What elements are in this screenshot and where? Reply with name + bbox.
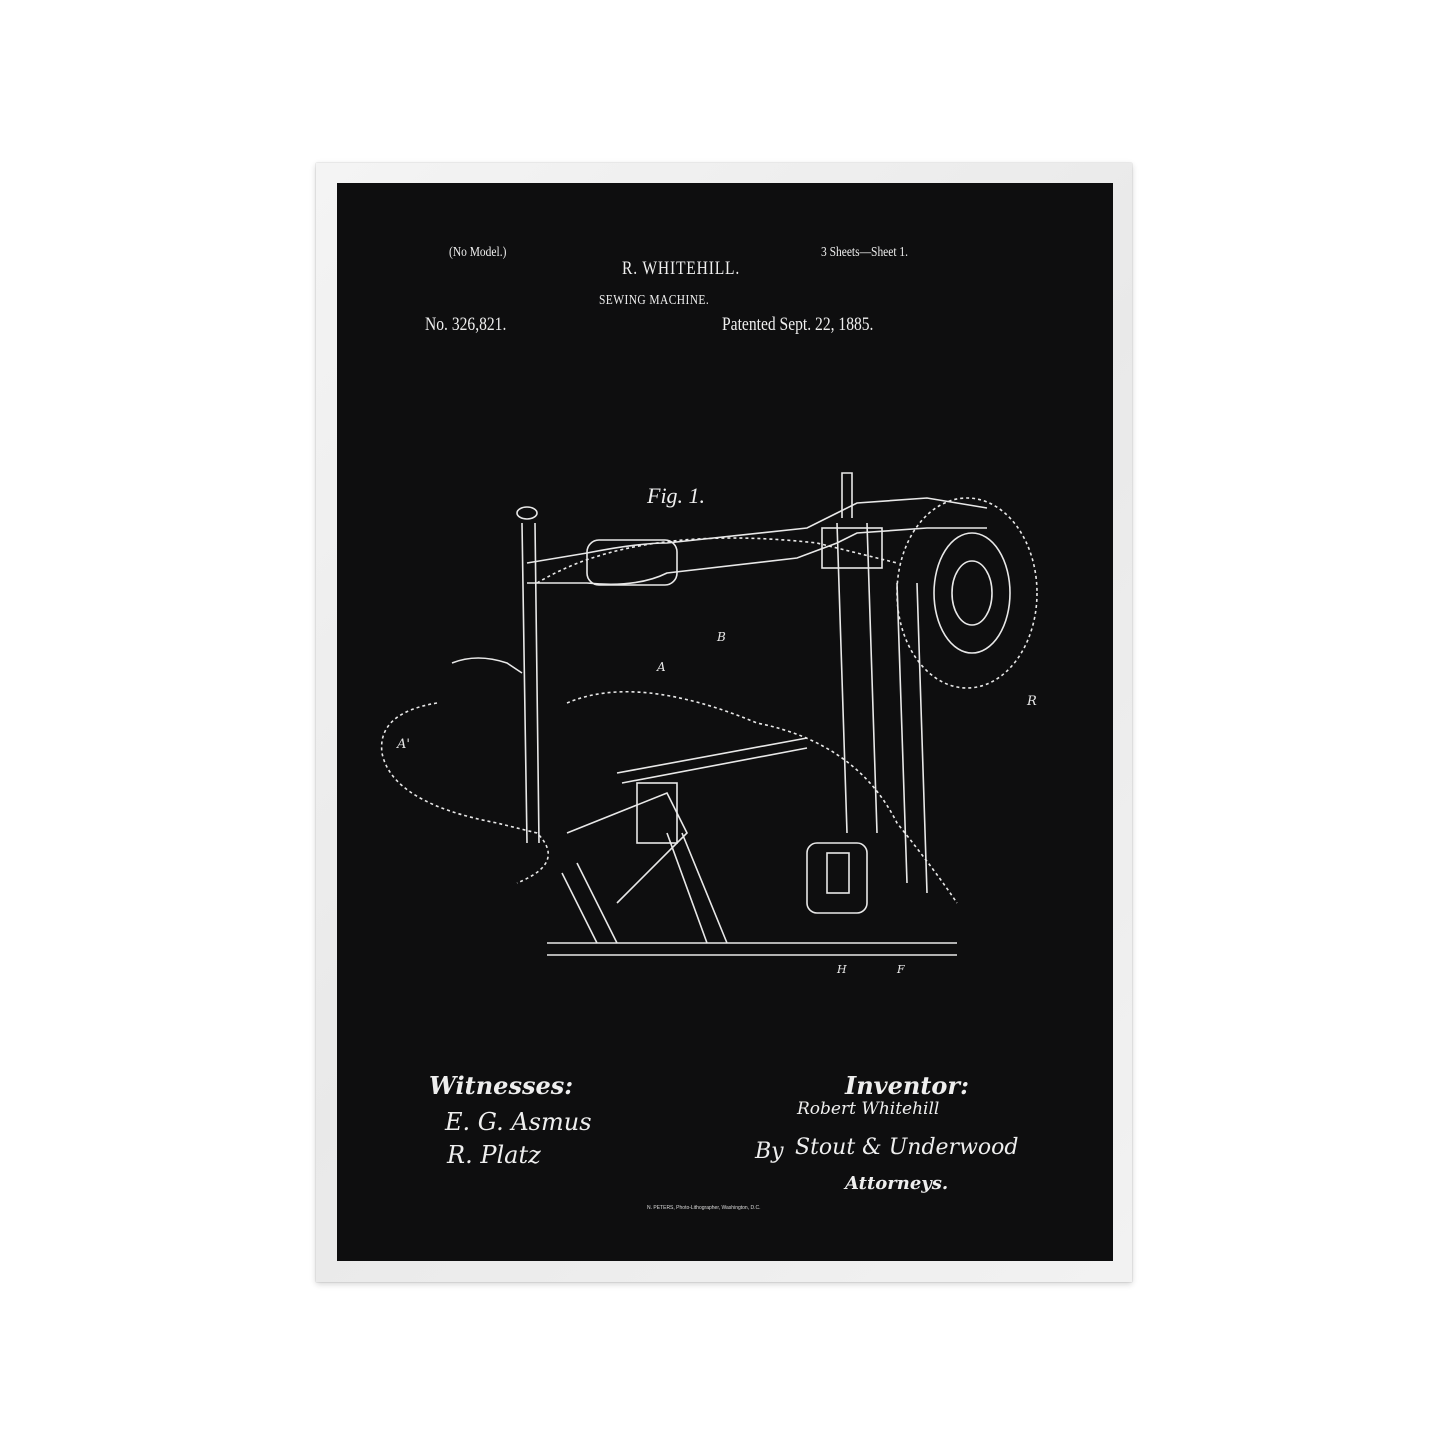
- svg-text:H: H: [836, 963, 847, 976]
- sheets-text: 3 Sheets—Sheet 1.: [821, 245, 909, 260]
- attorney-signature: Stout & Underwood: [795, 1135, 1019, 1160]
- figure-label: Fig. 1.: [647, 483, 706, 508]
- sewing-machine-drawing: A' R B A H F: [380, 472, 1038, 976]
- svg-text:B: B: [716, 630, 726, 644]
- svg-text:F: F: [896, 963, 905, 976]
- attorneys-label: Attorneys.: [845, 1173, 949, 1194]
- by-label: By: [755, 1139, 784, 1164]
- inventor-signature: Robert Whitehill: [797, 1099, 940, 1119]
- patent-poster: (No Model.) 3 Sheets—Sheet 1. R. WHITEHI…: [337, 183, 1113, 1261]
- no-model-text: (No Model.): [449, 245, 507, 260]
- inventor-label: Inventor:: [845, 1071, 969, 1100]
- witness-signature-2: R. Platz: [447, 1141, 541, 1169]
- svg-text:A': A': [396, 737, 410, 752]
- patent-title: SEWING MACHINE.: [599, 293, 710, 308]
- svg-text:R: R: [1026, 694, 1037, 709]
- patent-number: No. 326,821.: [425, 314, 507, 335]
- inventor-name: R. WHITEHILL.: [622, 258, 741, 279]
- witnesses-label: Witnesses:: [429, 1071, 574, 1100]
- witness-signature-1: E. G. Asmus: [445, 1108, 592, 1136]
- svg-text:A: A: [656, 660, 666, 674]
- patent-date: Patented Sept. 22, 1885.: [722, 314, 874, 335]
- printer-credit: N. PETERS, Photo-Lithographer, Washingto…: [647, 1205, 761, 1211]
